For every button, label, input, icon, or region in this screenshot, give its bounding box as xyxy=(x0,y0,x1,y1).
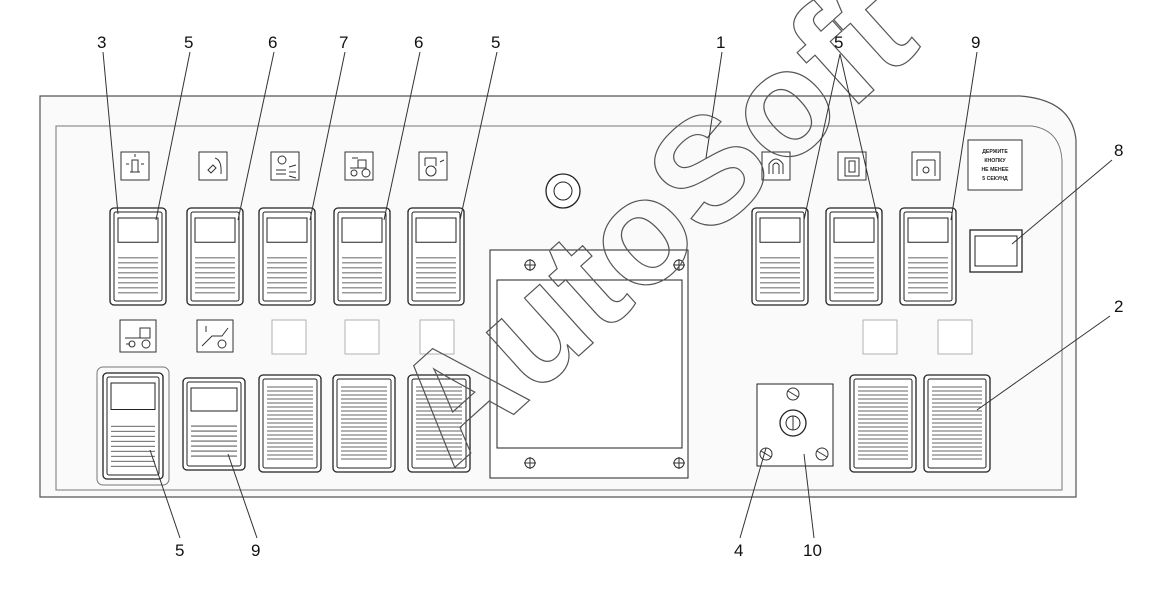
ignition-key-switch[interactable] xyxy=(779,409,807,437)
plate-screw xyxy=(524,259,536,271)
leader-lines xyxy=(102,51,1113,539)
rocker-switch[interactable] xyxy=(923,374,991,473)
push-button[interactable] xyxy=(969,229,1023,273)
callout-8: 8 xyxy=(1114,141,1123,160)
warning-line-2: КНОПКУ xyxy=(984,158,1006,164)
callout-5: 5 xyxy=(491,33,500,52)
plate-screw xyxy=(673,259,685,271)
terminal-screw xyxy=(815,447,829,461)
plate-screw xyxy=(524,457,536,469)
display-plate xyxy=(489,249,689,479)
heater-icon xyxy=(911,151,941,181)
callout-5: 5 xyxy=(184,33,193,52)
tractor-side-icon xyxy=(119,319,157,353)
blank-indicator-window xyxy=(344,319,380,355)
callout-2: 2 xyxy=(1114,297,1123,316)
beacon-light-icon xyxy=(120,151,150,181)
warning-line-1: ДЕРЖИТЕ xyxy=(982,149,1008,155)
callout-1: 1 xyxy=(716,33,725,52)
callout-4: 4 xyxy=(734,541,743,560)
implement-icon xyxy=(196,319,234,353)
rocker-switch[interactable] xyxy=(825,207,883,306)
rocker-switch[interactable] xyxy=(186,207,244,306)
rocker-switch[interactable] xyxy=(849,374,917,473)
rocker-switch[interactable] xyxy=(751,207,809,306)
rocker-switch[interactable] xyxy=(407,374,471,473)
magnet-icon xyxy=(761,151,791,181)
plate-screw xyxy=(673,457,685,469)
terminal-screw xyxy=(786,387,800,401)
blank-indicator-window xyxy=(419,319,455,355)
fuel-pump-icon xyxy=(837,151,867,181)
rocker-switch[interactable] xyxy=(332,374,396,473)
warning-line-3: НЕ МЕНЕЕ xyxy=(981,167,1009,173)
blank-indicator-window xyxy=(937,319,973,355)
callout-10: 10 xyxy=(803,541,822,560)
ignition-switch-block xyxy=(756,383,834,467)
headlights-icon xyxy=(270,151,300,181)
warning-label: ДЕРЖИТЕ КНОПКУ НЕ МЕНЕЕ 5 СЕКУНД xyxy=(967,139,1023,191)
rocker-switch[interactable] xyxy=(182,377,246,471)
callout-labels: 3 5 6 7 6 5 1 5 9 8 2 5 9 4 10 xyxy=(97,33,1123,560)
rocker-switch[interactable] xyxy=(109,207,167,306)
callout-7: 7 xyxy=(339,33,348,52)
callout-5: 5 xyxy=(175,541,184,560)
callout-9: 9 xyxy=(971,33,980,52)
rocker-switch[interactable] xyxy=(258,374,322,473)
warning-line-4: 5 СЕКУНД xyxy=(982,176,1008,182)
blank-indicator-window xyxy=(271,319,307,355)
callout-6: 6 xyxy=(414,33,423,52)
switch-bezel xyxy=(96,366,170,486)
rocker-switch[interactable] xyxy=(407,207,465,306)
callout-9: 9 xyxy=(251,541,260,560)
work-light-icon xyxy=(198,151,228,181)
callout-3: 3 xyxy=(97,33,106,52)
tractor-front-icon xyxy=(344,151,374,181)
rocker-switch[interactable] xyxy=(333,207,391,306)
rocker-switch[interactable] xyxy=(258,207,316,306)
rocker-switch[interactable] xyxy=(102,372,164,480)
callout-5: 5 xyxy=(834,33,843,52)
rocker-switch[interactable] xyxy=(899,207,957,306)
tractor-rear-icon xyxy=(418,151,448,181)
round-knob xyxy=(545,173,581,209)
callout-6: 6 xyxy=(268,33,277,52)
panel-inner-frame xyxy=(55,125,1063,491)
blank-indicator-window xyxy=(862,319,898,355)
